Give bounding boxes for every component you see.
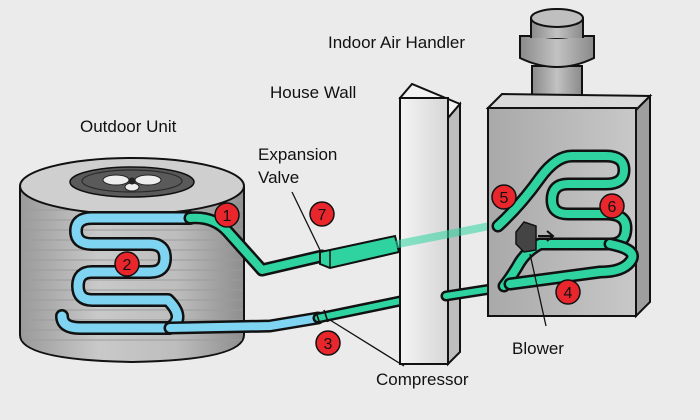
marker-6: 6 [599,193,625,219]
blower-icon [515,221,555,253]
marker-3-label: 3 [324,336,333,353]
pointer-lines [291,191,547,367]
marker-3: 3 [315,330,341,356]
suction-line [163,311,325,335]
marker-4: 4 [555,279,581,305]
compressor-label: Compressor [376,370,469,389]
marker-6-label: 6 [608,199,617,216]
marker-2: 2 [114,251,140,277]
marker-2-label: 2 [123,257,132,274]
house-wall [398,82,462,367]
liquid-line [183,211,329,277]
marker-1-label: 1 [223,208,232,225]
outdoor-unit-label: Outdoor Unit [80,117,177,136]
marker-7-label: 7 [318,207,327,224]
indoor-air-handler-label: Indoor Air Handler [328,33,465,52]
expansion-valve-label-line2: Valve [258,168,299,187]
marker-7: 7 [309,201,335,227]
expansion-valve-label-line1: Expansion [258,145,337,164]
house-wall-label: House Wall [270,83,356,102]
marker-4-label: 4 [564,285,573,302]
marker-5-label: 5 [500,190,509,207]
marker-5: 5 [491,184,517,210]
expansion-valve [319,234,401,270]
compressor-fitting [315,309,329,325]
fan-icon [102,174,162,192]
blower-label: Blower [512,339,564,358]
marker-1: 1 [214,202,240,228]
